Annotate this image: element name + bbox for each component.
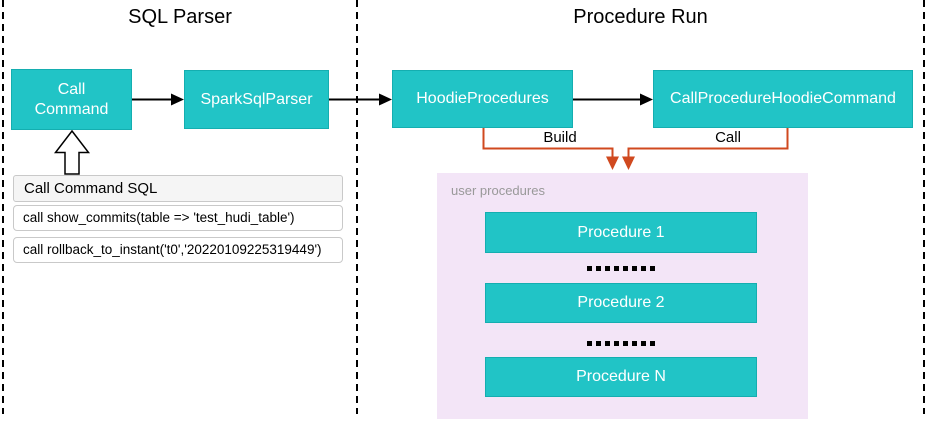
node-hoodieprocedures: HoodieProcedures [392, 70, 573, 128]
ellipsis-dots [485, 341, 757, 346]
node-callprocedurehoodiecommand: CallProcedureHoodieCommand [653, 70, 913, 128]
arrow-hoodieprocedures-to-callprocedure [573, 93, 653, 106]
node-sparksqlparser: SparkSqlParser [184, 70, 329, 129]
sql-panel-header: Call Command SQL [13, 175, 343, 202]
section-title-sql-parser: SQL Parser [128, 6, 232, 28]
ellipsis-dots [485, 266, 757, 271]
node-procedure-1-label: Procedure 1 [577, 223, 665, 241]
section-title-procedure-run: Procedure Run [573, 6, 708, 28]
node-procedure-2-label: Procedure 2 [577, 294, 665, 311]
node-call-command: Call Command [11, 69, 132, 130]
arrow-callcommand-to-sparksqlparser [132, 93, 184, 106]
arrow-sparksqlparser-to-hoodieprocedures [329, 93, 392, 106]
node-procedure-2: Procedure 2 [485, 283, 757, 323]
sql-panel-row: call show_commits(table => 'test_hudi_ta… [13, 205, 343, 231]
user-procedures-label: user procedures [451, 183, 545, 198]
sql-panel-row: call rollback_to_instant('t0','202201092… [13, 237, 343, 263]
node-procedure-n: Procedure N [485, 357, 757, 397]
node-callprocedurehoodiecommand-label: CallProcedureHoodieCommand [670, 90, 896, 107]
connector-call [622, 128, 789, 170]
node-hoodieprocedures-label: HoodieProcedures [416, 90, 549, 107]
edge-label-build: Build [543, 129, 577, 146]
user-procedures-panel: user procedures Procedure 1 Procedure 2 … [437, 173, 808, 419]
node-procedure-1: Procedure 1 [485, 212, 757, 253]
edge-label-call: Call [715, 129, 741, 146]
connector-build [482, 128, 619, 170]
hollow-up-arrow [53, 129, 91, 175]
node-procedure-n-label: Procedure N [576, 368, 666, 385]
node-call-command-label: Call Command [34, 80, 109, 118]
node-sparksqlparser-label: SparkSqlParser [200, 90, 313, 108]
